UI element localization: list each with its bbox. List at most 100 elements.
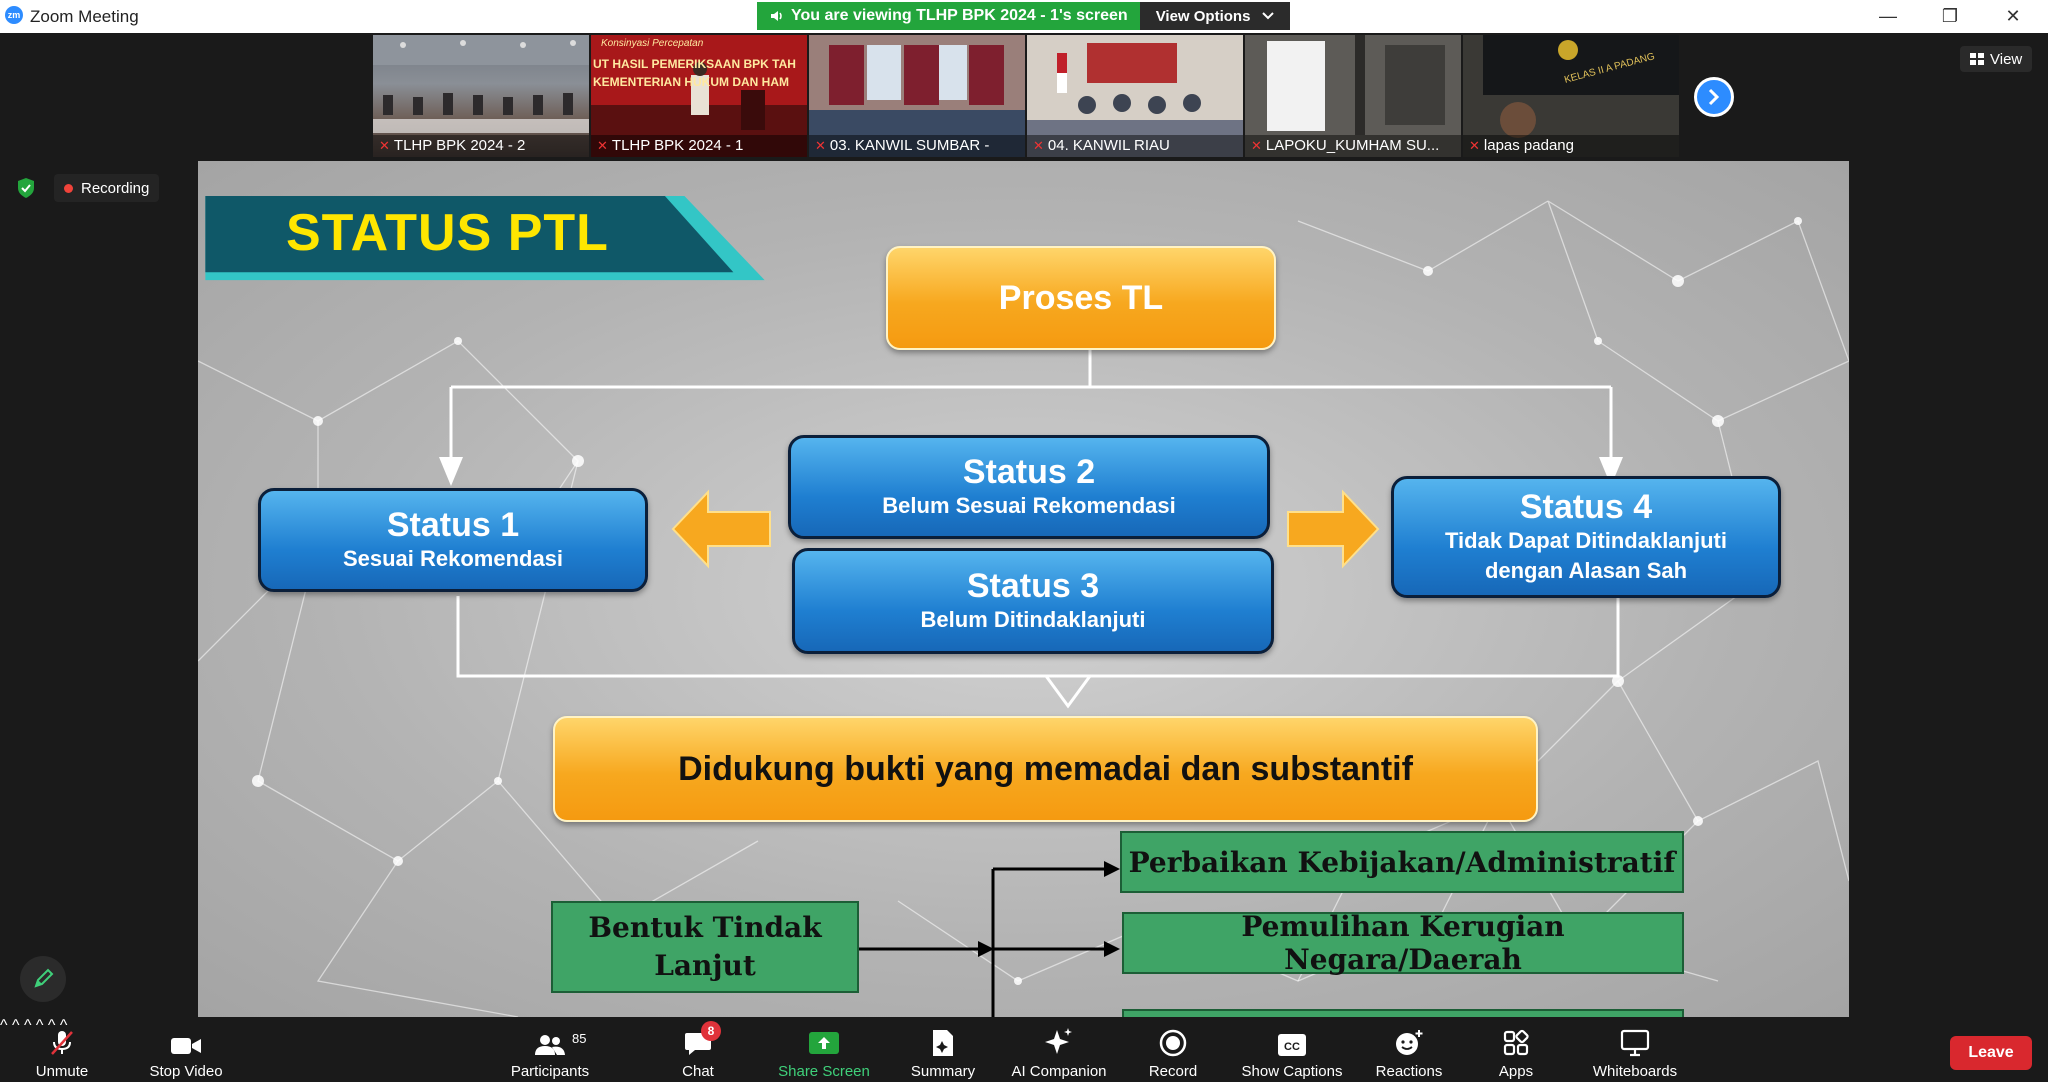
tile-label: ✕lapas padang bbox=[1463, 135, 1679, 157]
share-screen-label: Share Screen bbox=[778, 1063, 870, 1080]
tile-name: TLHP BPK 2024 - 1 bbox=[611, 137, 744, 154]
status-2-sub: Belum Sesuai Rekomendasi bbox=[882, 493, 1176, 518]
stop-video-button[interactable]: Stop Video bbox=[138, 1017, 234, 1082]
whiteboards-label: Whiteboards bbox=[1592, 1063, 1678, 1080]
reactions-label: Reactions bbox=[1375, 1063, 1443, 1080]
title-band bbox=[205, 196, 765, 281]
chat-unread-badge: 8 bbox=[701, 1021, 721, 1041]
mic-muted-icon: ✕ bbox=[815, 138, 826, 153]
view-label: View bbox=[1990, 50, 2023, 68]
tile-label: ✕TLHP BPK 2024 - 1 bbox=[591, 135, 807, 157]
tile-name: lapas padang bbox=[1483, 137, 1574, 154]
lapas-scene bbox=[1463, 35, 1679, 157]
participants-button[interactable]: Participants bbox=[505, 1017, 595, 1082]
participants-caret[interactable]: ^ bbox=[23, 1017, 32, 1034]
mic-muted-icon: ✕ bbox=[1033, 138, 1044, 153]
whiteboards-button[interactable]: Whiteboards bbox=[1580, 1017, 1690, 1082]
sparkle-icon bbox=[1045, 1028, 1072, 1054]
speaker-icon bbox=[771, 11, 782, 21]
share-screen-button[interactable]: Share Screen bbox=[772, 1017, 876, 1082]
grid-icon bbox=[1970, 53, 1984, 65]
reactions-button[interactable]: Reactions bbox=[1366, 1017, 1452, 1082]
participants-count: 85 bbox=[572, 1031, 587, 1046]
support-box: Didukung bukti yang memadai dan substant… bbox=[553, 716, 1538, 822]
shared-screen-slide: STATUS PTL Proses TL Status 1 Sesuai Rek… bbox=[198, 161, 1849, 1017]
status-3-sub: Belum Ditindaklanjuti bbox=[920, 607, 1146, 632]
video-options-caret[interactable]: ^ bbox=[11, 1017, 20, 1034]
unmute-label: Unmute bbox=[35, 1063, 89, 1080]
video-camera-icon bbox=[171, 1038, 201, 1054]
viewing-text: You are viewing TLHP BPK 2024 - 1's scre… bbox=[791, 7, 1128, 24]
record-label: Record bbox=[1148, 1063, 1198, 1080]
video-tile[interactable]: ✕04. KANWIL RIAU bbox=[1027, 35, 1243, 157]
annotate-button[interactable] bbox=[20, 956, 66, 1002]
audio-options-caret[interactable]: ^ bbox=[0, 1017, 8, 1034]
view-options-button[interactable]: View Options bbox=[1139, 2, 1291, 30]
video-tile-active[interactable]: Konsinyasi Percepatan UT HASIL PEMERIKSA… bbox=[591, 35, 807, 157]
captions-caret[interactable]: ^ bbox=[47, 1017, 56, 1034]
video-tile[interactable]: ✕LAPOKU_KUMHAM SU... bbox=[1245, 35, 1461, 157]
status-2-box: Status 2 Belum Sesuai Rekomendasi bbox=[788, 435, 1270, 539]
title-bar: zm Zoom Meeting You are viewing TLHP BPK… bbox=[0, 0, 2048, 33]
office-scene bbox=[1245, 35, 1461, 157]
close-button[interactable]: ✕ bbox=[2005, 6, 2021, 26]
form-item-3-partial bbox=[1122, 1009, 1684, 1017]
mic-muted-icon: ✕ bbox=[1251, 138, 1262, 153]
record-icon bbox=[1159, 1029, 1187, 1057]
ai-companion-button[interactable]: AI Companion bbox=[1004, 1017, 1114, 1082]
video-tile[interactable]: ✕TLHP BPK 2024 - 2 bbox=[373, 35, 589, 157]
apps-label: Apps bbox=[1498, 1063, 1534, 1080]
whiteboard-icon bbox=[1620, 1029, 1650, 1057]
view-button[interactable]: View bbox=[1960, 46, 2033, 72]
captions-icon: CC bbox=[1278, 1034, 1306, 1056]
status-3-box: Status 3 Belum Ditindaklanjuti bbox=[792, 548, 1274, 654]
tile-label: ✕03. KANWIL SUMBAR - bbox=[809, 135, 1025, 157]
record-button[interactable]: Record bbox=[1136, 1017, 1210, 1082]
minimize-button[interactable]: — bbox=[1879, 6, 1897, 26]
status-1-box: Status 1 Sesuai Rekomendasi bbox=[258, 488, 648, 592]
security-shield-icon[interactable] bbox=[14, 176, 38, 200]
mic-muted-icon: ✕ bbox=[1469, 138, 1480, 153]
slide-title: STATUS PTL bbox=[286, 204, 609, 262]
tile-name: 04. KANWIL RIAU bbox=[1047, 137, 1170, 154]
leave-button[interactable]: Leave bbox=[1950, 1036, 2032, 1070]
bentuk-line2: Lanjut bbox=[654, 949, 756, 982]
summary-button[interactable]: Summary bbox=[900, 1017, 986, 1082]
chat-caret[interactable]: ^ bbox=[35, 1017, 44, 1034]
form-item-1: Perbaikan Kebijakan/Administratif bbox=[1120, 831, 1684, 893]
reactions-caret[interactable]: ^ bbox=[59, 1017, 68, 1034]
chevron-down-icon bbox=[1262, 12, 1275, 20]
apps-button[interactable]: Apps bbox=[1486, 1017, 1546, 1082]
form-item-2: Pemulihan Kerugian Negara/Daerah bbox=[1122, 910, 1684, 976]
recording-indicator[interactable]: Recording bbox=[54, 174, 160, 202]
status-3-title: Status 3 bbox=[966, 567, 1100, 605]
flow-connectors bbox=[439, 349, 1623, 1017]
video-tile[interactable]: KELAS II A PADANG ✕lapas padang bbox=[1463, 35, 1679, 157]
mic-muted-icon bbox=[51, 1031, 73, 1055]
pencil-icon bbox=[34, 968, 54, 988]
status-4-box: Status 4 Tidak Dapat Ditindaklanjuti den… bbox=[1391, 476, 1781, 598]
stop-video-label: Stop Video bbox=[149, 1063, 223, 1080]
video-tile[interactable]: ✕03. KANWIL SUMBAR - bbox=[809, 35, 1025, 157]
zoom-logo-icon: zm bbox=[5, 6, 23, 24]
bentuk-line1: Bentuk Tindak bbox=[588, 911, 822, 944]
show-captions-button[interactable]: CC Show Captions bbox=[1234, 1017, 1350, 1082]
ai-companion-label: AI Companion bbox=[1011, 1063, 1107, 1080]
stage-banner-line2: UT HASIL PEMERIKSAAN BPK TAH bbox=[593, 57, 796, 71]
status-4-sub2: dengan Alasan Sah bbox=[1484, 558, 1688, 583]
share-screen-icon bbox=[809, 1032, 839, 1054]
next-page-button[interactable] bbox=[1694, 77, 1734, 117]
proses-tl-box: Proses TL bbox=[886, 246, 1276, 350]
restore-button[interactable]: ❐ bbox=[1941, 6, 1959, 26]
mic-muted-icon: ✕ bbox=[379, 138, 390, 153]
recording-label: Recording bbox=[81, 179, 150, 197]
status-4-sub1: Tidak Dapat Ditindaklanjuti bbox=[1445, 528, 1727, 553]
viewing-banner: You are viewing TLHP BPK 2024 - 1's scre… bbox=[757, 2, 1291, 30]
stage-banner-line1: Konsinyasi Percepatan bbox=[601, 38, 704, 49]
video-strip: ✕TLHP BPK 2024 - 2 Konsinyasi Percepatan… bbox=[373, 35, 1679, 157]
unmute-button[interactable]: Unmute bbox=[22, 1017, 102, 1082]
captions-label: Show Captions bbox=[1241, 1063, 1343, 1080]
tile-label: ✕04. KANWIL RIAU bbox=[1027, 135, 1243, 157]
svg-text:CC: CC bbox=[1284, 1041, 1300, 1053]
